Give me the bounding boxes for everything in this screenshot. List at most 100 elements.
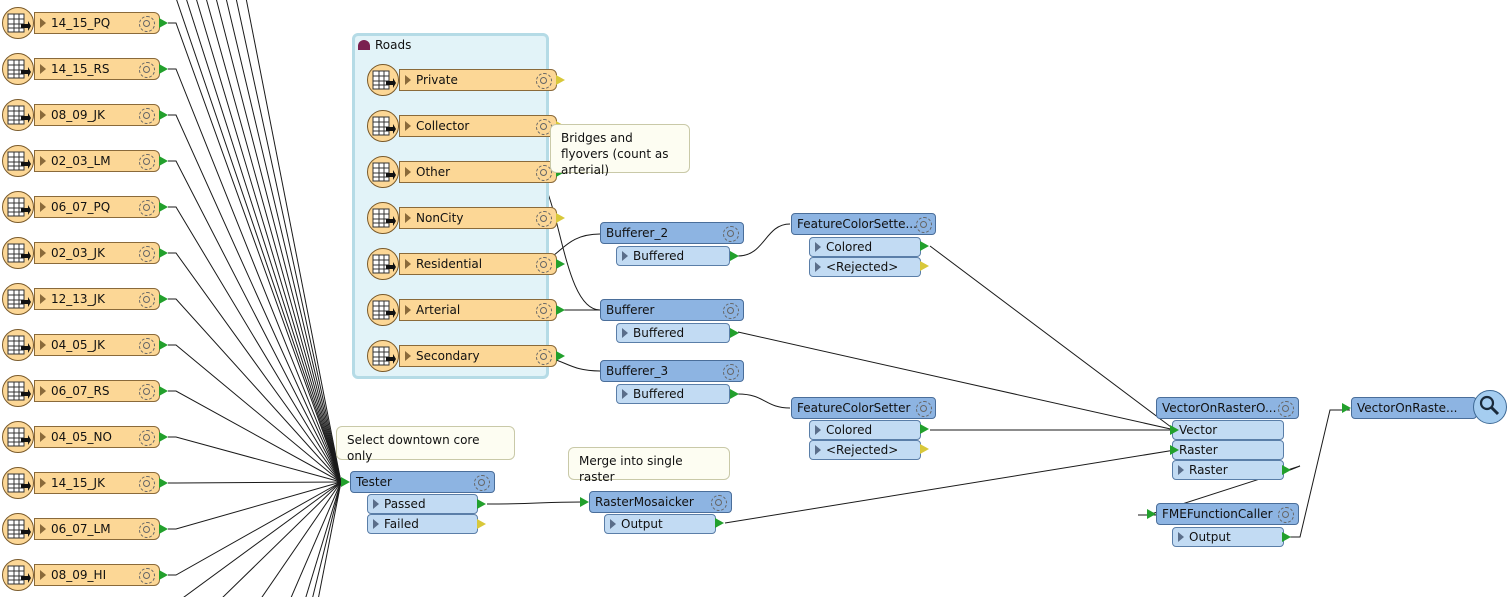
tester-output-failed[interactable]: Failed	[367, 514, 478, 534]
gear-icon[interactable]	[139, 62, 155, 78]
bufferer2-output-buffered[interactable]: Buffered	[616, 246, 730, 266]
gear-icon[interactable]	[139, 384, 155, 400]
vectoronraster-input-raster[interactable]: Raster	[1172, 440, 1284, 460]
output-port-icon[interactable]	[159, 478, 168, 488]
gear-icon[interactable]	[139, 522, 155, 538]
gear-icon[interactable]	[723, 364, 739, 380]
gear-icon[interactable]	[139, 154, 155, 170]
rastermosaicker-output[interactable]: Output	[604, 514, 716, 534]
output-port-icon[interactable]	[556, 305, 565, 315]
reader-body[interactable]: 14_15_RS	[34, 58, 160, 80]
vectoronraster-header[interactable]: VectorOnRasterO...	[1156, 397, 1299, 419]
input-port-icon[interactable]	[1342, 403, 1351, 413]
gear-icon[interactable]	[139, 246, 155, 262]
gear-icon[interactable]	[139, 338, 155, 354]
output-port-icon[interactable]	[920, 424, 929, 434]
fcs2-output-colored[interactable]: Colored	[809, 420, 921, 440]
output-port-icon[interactable]	[556, 75, 565, 85]
fcs1-header[interactable]: FeatureColorSette...	[791, 213, 936, 235]
reader-body[interactable]: 06_07_LM	[34, 518, 160, 540]
reader-body[interactable]: Collector	[399, 115, 557, 137]
reader-body[interactable]: Other	[399, 161, 557, 183]
annotation-bridges[interactable]: Bridges and flyovers (count as arterial)	[550, 124, 690, 177]
output-port-icon[interactable]	[159, 248, 168, 258]
output-port-icon[interactable]	[159, 64, 168, 74]
reader-body[interactable]: 14_15_PQ	[34, 12, 160, 34]
reader-body[interactable]: 02_03_LM	[34, 150, 160, 172]
unconnected-port-icon[interactable]	[920, 444, 929, 454]
tester-header[interactable]: Tester	[350, 471, 495, 493]
reader-body[interactable]: 12_13_JK	[34, 288, 160, 310]
output-port-icon[interactable]	[730, 389, 739, 399]
output-port-icon[interactable]	[477, 499, 486, 509]
output-port-icon[interactable]	[159, 156, 168, 166]
gear-icon[interactable]	[139, 568, 155, 584]
reader-body[interactable]: NonCity	[399, 207, 557, 229]
vectoronraster-output-raster[interactable]: Raster	[1172, 460, 1284, 480]
reader-body[interactable]: 02_03_JK	[34, 242, 160, 264]
reader-body[interactable]: 04_05_NO	[34, 426, 160, 448]
input-port-icon[interactable]	[341, 477, 350, 487]
reader-body[interactable]: Secondary	[399, 345, 557, 367]
gear-icon[interactable]	[139, 430, 155, 446]
reader-body[interactable]: 06_07_PQ	[34, 196, 160, 218]
gear-icon[interactable]	[536, 349, 552, 365]
gear-icon[interactable]	[139, 292, 155, 308]
reader-body[interactable]: 08_09_JK	[34, 104, 160, 126]
gear-icon[interactable]	[1278, 401, 1294, 417]
gear-icon[interactable]	[536, 73, 552, 89]
gear-icon[interactable]	[916, 401, 932, 417]
annotation-downtown[interactable]: Select downtown core only	[336, 426, 515, 463]
reader-body[interactable]: 08_09_HI	[34, 564, 160, 586]
fcs1-output-rejected[interactable]: <Rejected>	[809, 257, 921, 277]
reader-body[interactable]: 06_07_RS	[34, 380, 160, 402]
reader-body[interactable]: Arterial	[399, 299, 557, 321]
gear-icon[interactable]	[916, 217, 932, 233]
gear-icon[interactable]	[536, 303, 552, 319]
gear-icon[interactable]	[474, 475, 490, 491]
input-port-icon[interactable]	[1170, 445, 1179, 455]
output-port-icon[interactable]	[159, 340, 168, 350]
output-port-icon[interactable]	[556, 213, 565, 223]
output-port-icon[interactable]	[159, 202, 168, 212]
reader-body[interactable]: Private	[399, 69, 557, 91]
bufferer-output-buffered[interactable]: Buffered	[616, 323, 730, 343]
fmefunction-output[interactable]: Output	[1172, 527, 1284, 547]
output-port-icon[interactable]	[159, 432, 168, 442]
output-port-icon[interactable]	[159, 18, 168, 28]
rastermosaicker-header[interactable]: RasterMosaicker	[589, 491, 732, 513]
gear-icon[interactable]	[723, 226, 739, 242]
output-port-icon[interactable]	[159, 524, 168, 534]
output-port-icon[interactable]	[1282, 532, 1291, 542]
vectoronraster-input-vector[interactable]: Vector	[1172, 420, 1284, 440]
gear-icon[interactable]	[536, 257, 552, 273]
reader-body[interactable]: 14_15_JK	[34, 472, 160, 494]
magnifier-icon[interactable]	[1473, 390, 1507, 424]
fcs2-header[interactable]: FeatureColorSetter	[791, 397, 936, 419]
gear-icon[interactable]	[711, 495, 727, 511]
gear-icon[interactable]	[139, 16, 155, 32]
gear-icon[interactable]	[139, 200, 155, 216]
output-port-icon[interactable]	[920, 241, 929, 251]
gear-icon[interactable]	[1278, 507, 1294, 523]
output-port-icon[interactable]	[159, 110, 168, 120]
gear-icon[interactable]	[536, 165, 552, 181]
input-port-icon[interactable]	[580, 497, 589, 507]
gear-icon[interactable]	[536, 211, 552, 227]
unconnected-port-icon[interactable]	[477, 519, 486, 529]
annotation-merge[interactable]: Merge into single raster	[568, 447, 730, 484]
bufferer3-output-buffered[interactable]: Buffered	[616, 384, 730, 404]
gear-icon[interactable]	[139, 108, 155, 124]
input-port-icon[interactable]	[1147, 509, 1156, 519]
output-port-icon[interactable]	[556, 351, 565, 361]
output-port-icon[interactable]	[556, 259, 565, 269]
input-port-icon[interactable]	[1170, 425, 1179, 435]
output-port-icon[interactable]	[715, 518, 724, 528]
reader-body[interactable]: 04_05_JK	[34, 334, 160, 356]
output-port-icon[interactable]	[159, 386, 168, 396]
output-port-icon[interactable]	[730, 328, 739, 338]
output-port-icon[interactable]	[730, 251, 739, 261]
output-port-icon[interactable]	[159, 294, 168, 304]
bufferer2-header[interactable]: Bufferer_2	[600, 222, 744, 244]
